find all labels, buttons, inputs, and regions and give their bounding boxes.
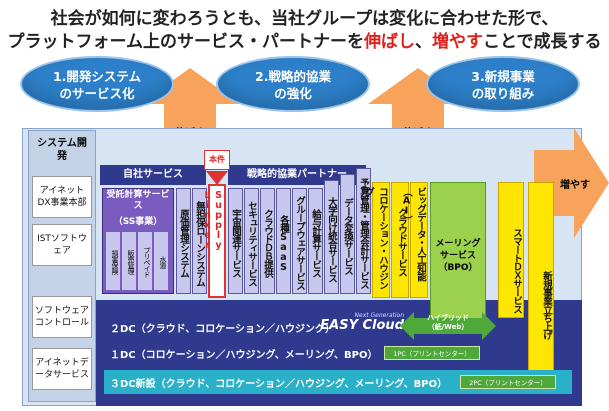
dc-band-2dc: ２DC（クラウド、コロケーション／ハウジング） (104, 316, 392, 338)
hybrid-text: ハイブリッド (427, 314, 469, 322)
partner-col-security: セキュリティサービス (244, 188, 259, 294)
headline-emphasis-increase: 増やす (432, 32, 483, 52)
partner-col-payroll: 給与計算サービス (308, 188, 323, 294)
left-item-dx: アイネット DX事業本部 (32, 176, 92, 218)
headline-text: 、 (415, 32, 432, 52)
headline-line2: プラットフォーム上のサービス・パートナーを伸ばし、増やすことで成長する (0, 27, 609, 52)
hybrid-text: （紙/Web） (427, 323, 469, 331)
partner-col-university: 大学向け統合サービス (324, 180, 339, 294)
ss-sub-sales: 販売管理 (122, 232, 136, 290)
right-col-new-business: 新規事業立ち上げ (528, 182, 554, 392)
left-panel-title: システム開発 (37, 138, 87, 162)
ss-sub-prepaid: プリペイド (138, 232, 152, 290)
own-col-supply-linker: Supply Linker (202, 184, 226, 298)
right-col-smart-dx: スマートＤＸサービス (498, 182, 524, 318)
oval-text: 3.新規事業 (471, 69, 535, 84)
easy-cloud-name: EASY Cloud (320, 318, 404, 333)
print-center-2: 2PC（プリントセンター） (460, 375, 556, 389)
yellow-col-bigdata-ai: ビッグデータ・人工知能（AI） (401, 182, 428, 298)
partner-col-budget: 予算管理・管理会計サービス (356, 168, 371, 294)
increase-label: 増やす (560, 180, 590, 191)
oval-text: 2.戦略的協業 (255, 69, 331, 84)
yellow-col-cloud: クラウドサービス (391, 182, 409, 298)
ss-subtitle: （SS事業） (113, 217, 163, 227)
yellow-col-colocation: コロケーション・ハウジング (363, 182, 390, 298)
partner-col-groupware: グループウェアサービス (292, 188, 307, 294)
hybrid-arrow (400, 312, 496, 340)
headline-text: ことで成長する (483, 32, 602, 52)
headline-line1: 社会が如何に変わろうとも、当社グループは変化に合わせた形で、 (50, 9, 559, 29)
easy-cloud-prefix: Next Generation (354, 312, 404, 319)
own-col-loan: 無担保ローンシステム (192, 188, 207, 294)
left-item-sc: ソフトウェアコントロール (32, 296, 92, 338)
partner-col-data-conversion: データ変換サービス (340, 174, 355, 294)
oval-new-business: 3.新規事業 の取り組み (428, 58, 578, 110)
easy-cloud-logo: Next Generation EASY Cloud (310, 312, 404, 340)
core-marker: 本件 (204, 150, 230, 170)
oval-text: の強化 (274, 86, 312, 101)
bpo-text: （BPO） (438, 263, 478, 273)
bpo-label: メーリング サービス （BPO） (432, 238, 484, 274)
left-item-ids: アイネットデータサービス (32, 348, 92, 390)
partner-col-space: 宇宙関連サービス (228, 188, 243, 294)
oval-text: のサービス化 (59, 86, 135, 101)
headline-emphasis-grow: 伸ばし (364, 32, 415, 52)
core-down-arrow-icon (206, 170, 228, 185)
oval-text: の取り組み (471, 86, 535, 101)
print-center-1: 1PC（プリントセンター） (384, 346, 480, 360)
own-col-cost: 原価管理システム (176, 188, 191, 294)
ss-title: 受託計算サービス (106, 190, 170, 211)
ss-sub-water: 水道 (154, 232, 168, 290)
ss-sub-insurance: 損害保険 (106, 232, 120, 290)
bpo-text: サービス (439, 251, 476, 261)
partner-col-clouddb: クラウドＤＢ提供 (260, 188, 275, 294)
headline-text: プラットフォーム上のサービス・パートナーを (7, 32, 365, 52)
oval-strategic: 2.戦略的協業 の強化 (218, 58, 368, 110)
partner-col-saas: 各種SaaS (276, 188, 291, 294)
hybrid-label: ハイブリッド （紙/Web） (414, 314, 482, 332)
left-item-ist: ISTソフトウェア (32, 224, 92, 266)
double-arrow-icon (400, 312, 496, 340)
oval-dev-system: 1.開発システム のサービス化 (22, 58, 172, 110)
bpo-box (430, 182, 486, 326)
oval-text: 1.開発システム (52, 69, 142, 84)
section-own-services: 自社サービス (100, 165, 206, 185)
bpo-text: メーリング (435, 239, 481, 249)
